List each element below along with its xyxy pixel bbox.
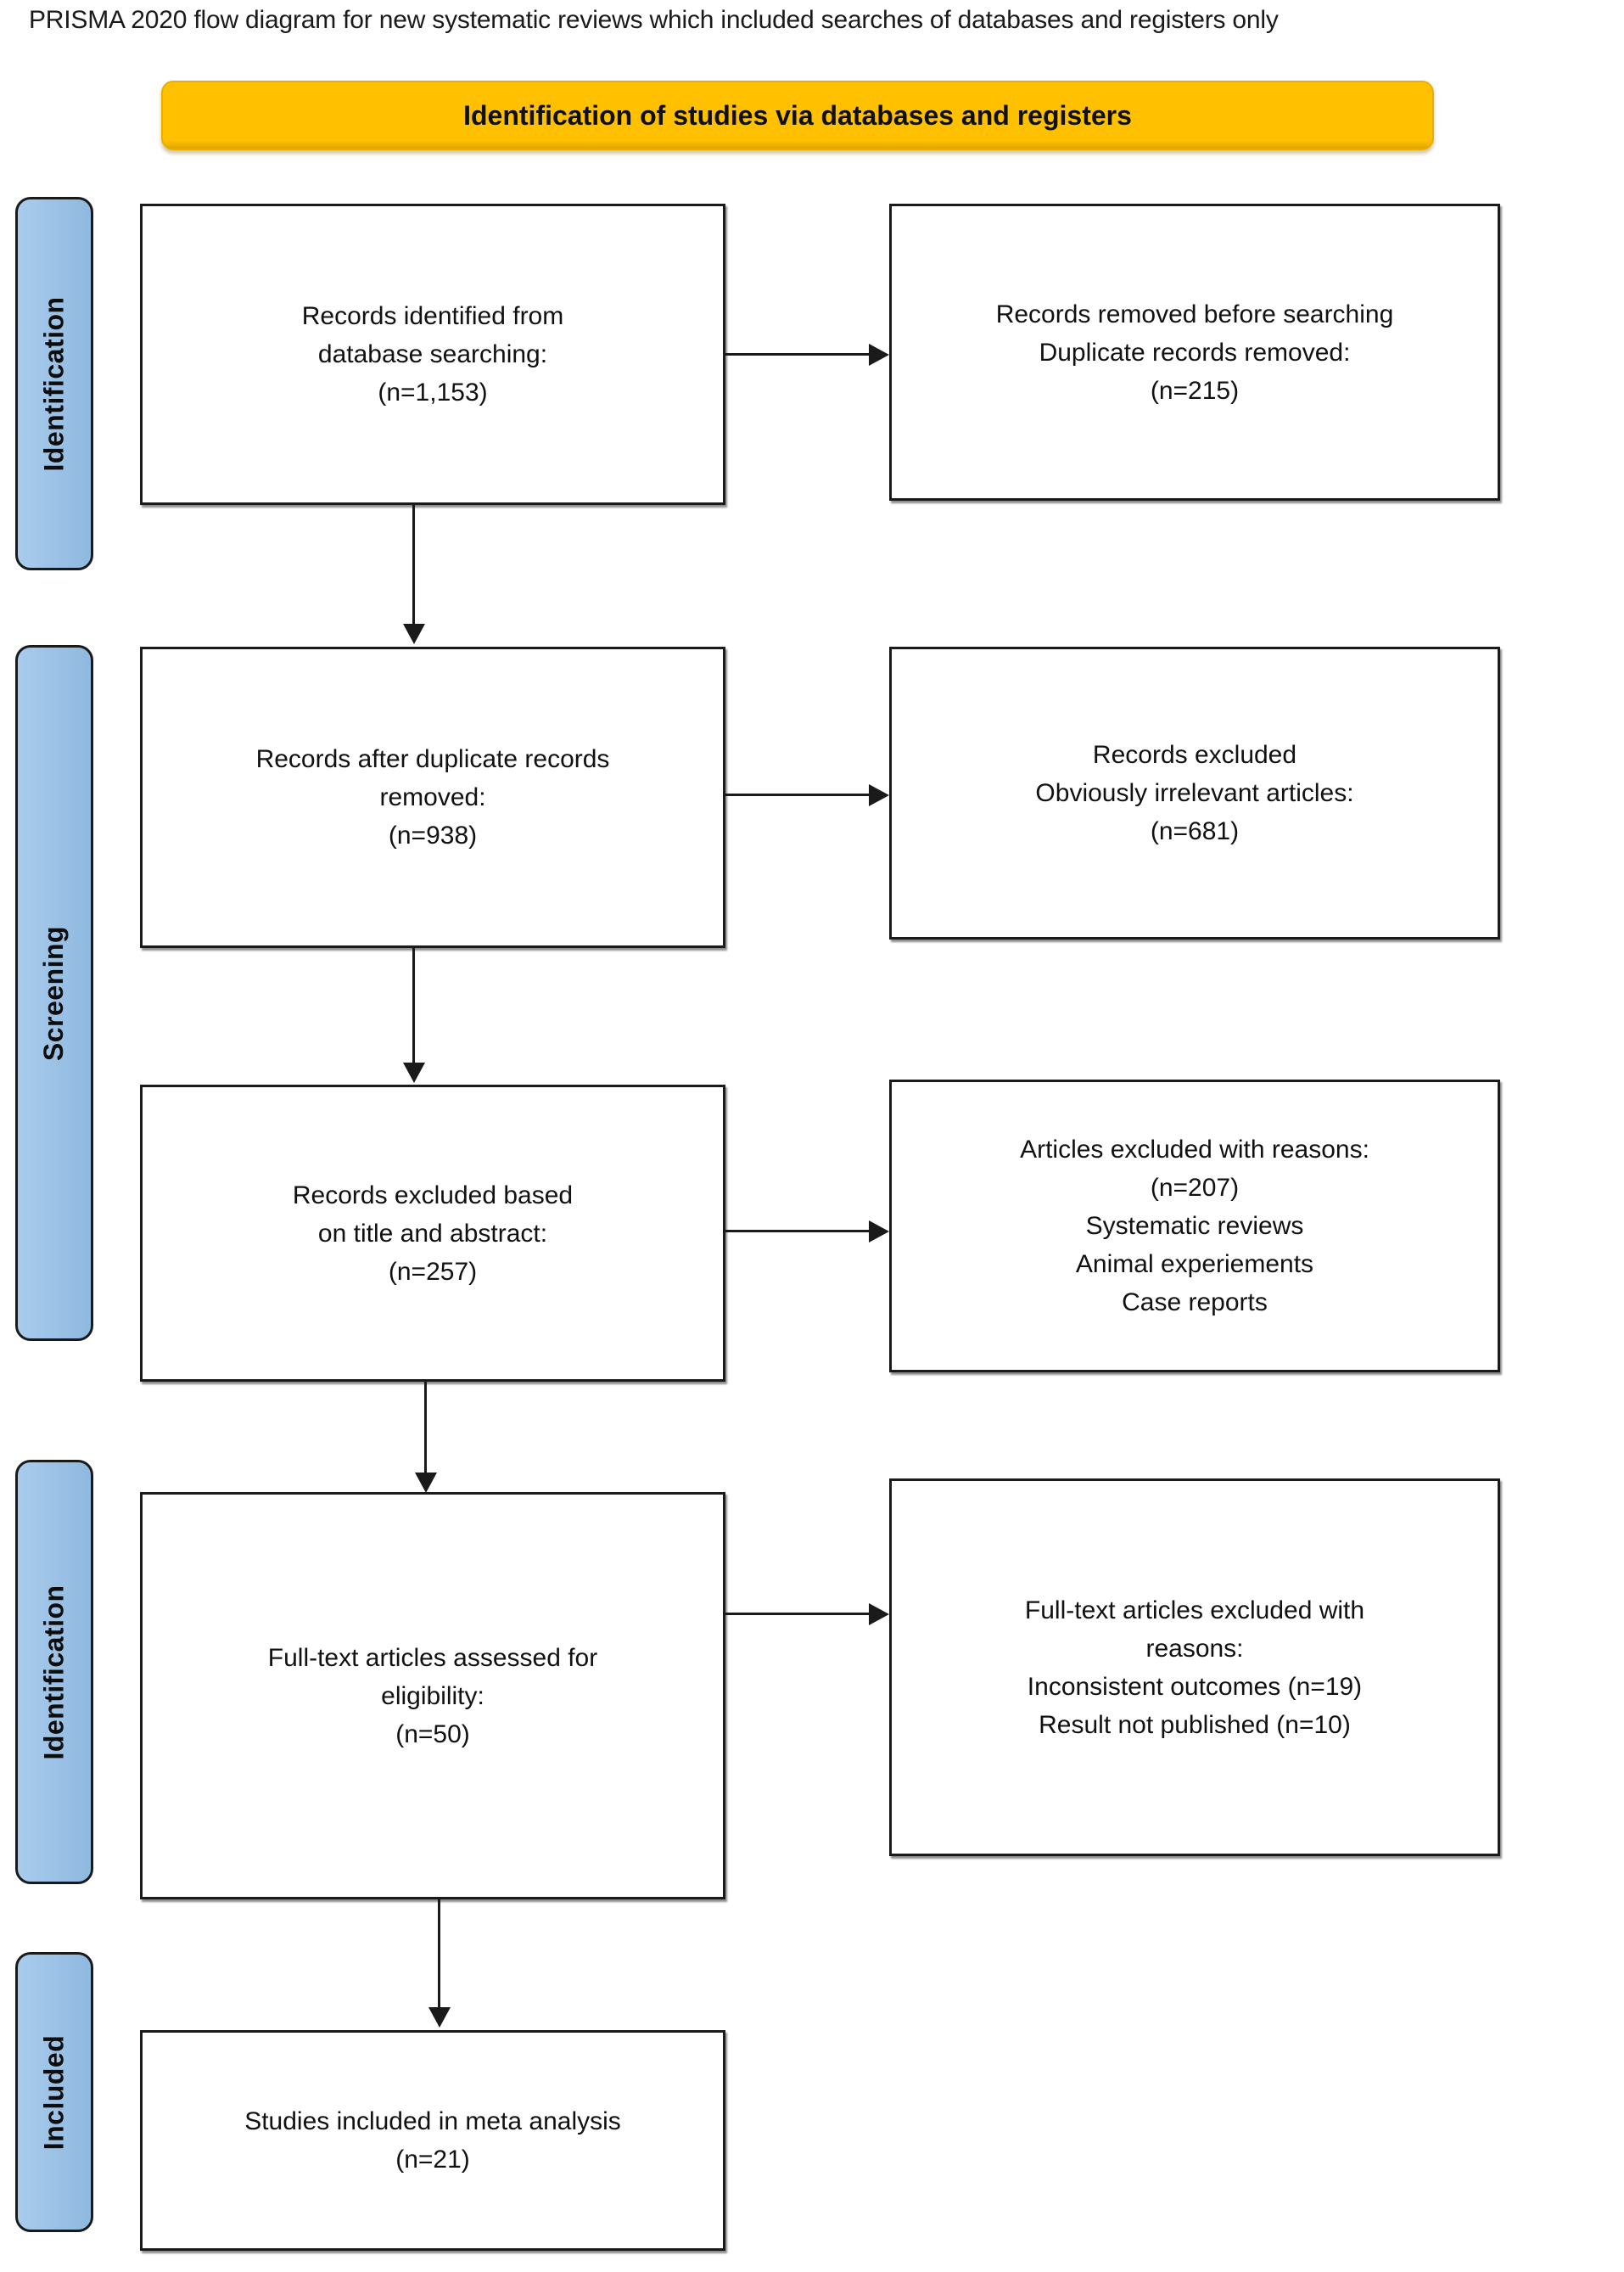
box-count: (n=257) [388, 1257, 478, 1286]
box-line: Records excluded based [292, 1181, 574, 1209]
arrow-fulltext-assessed-to-excluded [869, 1603, 889, 1625]
stage-label-identification-2: Identification [38, 1584, 70, 1760]
arrow-after-duplicates-to-title-abstract [403, 1063, 425, 1083]
box-count: (n=681) [1150, 817, 1240, 845]
stage-label-included: Included [38, 2034, 70, 2150]
connector-after-duplicates-to-title-abstract [412, 948, 415, 1075]
connector-identified-to-after-duplicates [412, 505, 415, 637]
arrow-identified-to-after-duplicates [403, 624, 425, 644]
box-studies-included: Studies included in meta analysis (n=21) [140, 2030, 725, 2251]
box-count: (n=1,153) [378, 379, 488, 407]
diagram-caption: PRISMA 2020 flow diagram for new systema… [29, 6, 1279, 34]
box-line: removed: [379, 783, 486, 811]
box-records-identified: Records identified from database searchi… [140, 204, 725, 505]
box-line: eligibility: [381, 1681, 484, 1710]
box-records-excluded-irrelevant: Records excluded Obviously irrelevant ar… [889, 647, 1500, 940]
box-line: on title and abstract: [317, 1219, 548, 1248]
box-articles-excluded-reasons: Articles excluded with reasons: (n=207) … [889, 1080, 1500, 1372]
box-line: database searching: [317, 340, 548, 368]
box-count: (n=215) [1150, 376, 1240, 405]
box-records-excluded-title-abstract: Records excluded based on title and abst… [140, 1085, 725, 1382]
arrow-title-abstract-to-fulltext [415, 1473, 437, 1493]
box-count: (n=938) [388, 822, 478, 850]
connector-title-abstract-to-fulltext [424, 1382, 427, 1484]
box-line: Full-text articles assessed for [267, 1643, 598, 1672]
connector-identified-to-removed [725, 353, 870, 356]
section-header-label: Identification of studies via databases … [463, 99, 1132, 131]
box-line: Animal experiements [1075, 1250, 1314, 1278]
box-line: Records excluded [1092, 741, 1297, 769]
box-line: reasons: [1145, 1634, 1244, 1663]
box-line: Studies included in meta analysis [244, 2107, 621, 2135]
box-line: Case reports [1122, 1288, 1268, 1316]
arrow-after-duplicates-to-excluded [869, 784, 889, 806]
box-fulltext-excluded: Full-text articles excluded with reasons… [889, 1478, 1500, 1856]
box-line: Records identified from [301, 302, 564, 330]
arrow-title-abstract-to-articles-excluded [869, 1220, 889, 1243]
box-line: Obviously irrelevant articles: [1035, 779, 1354, 807]
box-count: (n=207) [1150, 1174, 1240, 1202]
box-records-removed: Records removed before searching Duplica… [889, 204, 1500, 501]
box-line: Result not published (n=10) [1039, 1710, 1351, 1739]
stage-pill-identification-2: Identification [15, 1460, 93, 1884]
box-line: Inconsistent outcomes (n=19) [1027, 1672, 1363, 1701]
connector-fulltext-assessed-to-excluded [725, 1613, 870, 1615]
box-line: Systematic reviews [1085, 1212, 1304, 1240]
box-records-after-duplicates: Records after duplicate records removed:… [140, 647, 725, 948]
stage-pill-identification-1: Identification [15, 197, 93, 570]
arrow-identified-to-removed [869, 344, 889, 366]
section-header-identification: Identification of studies via databases … [161, 81, 1434, 150]
arrow-fulltext-to-included [428, 2007, 451, 2028]
box-line: Records after duplicate records [255, 745, 610, 773]
box-fulltext-assessed: Full-text articles assessed for eligibil… [140, 1492, 725, 1899]
box-line: Records removed before searching [995, 300, 1394, 328]
stage-pill-screening: Screening [15, 645, 93, 1341]
connector-fulltext-to-included [438, 1899, 440, 2018]
stage-label-identification-1: Identification [38, 295, 70, 472]
box-count: (n=21) [395, 2146, 470, 2174]
connector-title-abstract-to-articles-excluded [725, 1230, 870, 1232]
box-line: Duplicate records removed: [1039, 338, 1351, 367]
stage-label-screening: Screening [38, 925, 70, 1061]
box-line: Full-text articles excluded with [1024, 1596, 1365, 1624]
stage-pill-included: Included [15, 1952, 93, 2232]
box-count: (n=50) [395, 1719, 470, 1748]
box-line: Articles excluded with reasons: [1020, 1136, 1369, 1164]
connector-after-duplicates-to-excluded [725, 794, 870, 796]
